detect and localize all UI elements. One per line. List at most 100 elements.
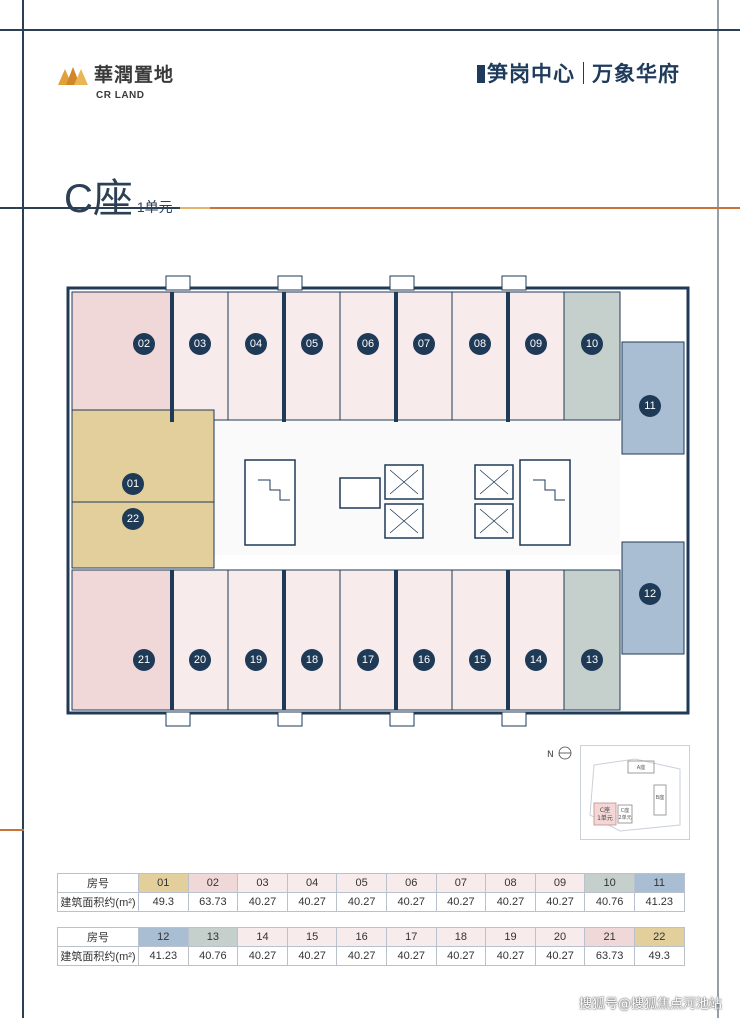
stairwell-left: [244, 459, 296, 546]
unit-badge: [133, 649, 155, 671]
building-a-label: A座: [637, 764, 645, 771]
area-cell: 40.27: [435, 892, 487, 912]
room-number-cell: 15: [286, 927, 338, 947]
area-cell: 40.27: [534, 946, 586, 966]
room-number-cell: 22: [633, 927, 685, 947]
room-number-cell: 14: [237, 927, 288, 947]
unit-07: 07: [395, 291, 453, 421]
area-cell: 40.76: [187, 946, 239, 966]
unit-number: 06: [362, 338, 374, 350]
area-cell: 40.27: [385, 892, 437, 912]
unit-badge: [189, 649, 211, 671]
unit-number: 05: [306, 338, 318, 350]
area-cell: 63.73: [187, 892, 239, 912]
unit-badge: [189, 333, 211, 355]
unit-number: 07: [418, 338, 430, 350]
room-number-cell: 08: [485, 873, 536, 893]
unit-16: 16: [395, 569, 453, 711]
unit-badge: [581, 649, 603, 671]
unit-badge: [413, 333, 435, 355]
unit-number: 08: [474, 338, 486, 350]
area-cell: 40.27: [534, 892, 586, 912]
unit-badge: [525, 333, 547, 355]
site-minimap: A座 B座 C座 1单元 C座 2单元: [580, 745, 690, 840]
area-cell: 49.3: [633, 946, 685, 966]
building-name: C座: [64, 177, 133, 221]
stairs-right-icon: [533, 479, 565, 501]
area-cell: 40.27: [336, 946, 387, 966]
area-cell: 40.27: [485, 892, 536, 912]
unit-number: 10: [586, 338, 598, 350]
project-name-primary: 笋岗中心: [477, 58, 575, 88]
site-boundary: [589, 758, 681, 832]
unit-badge: [122, 473, 144, 495]
room-number-cell: 21: [584, 927, 635, 947]
stairs-left-icon: [258, 479, 290, 501]
brand-divider: [583, 62, 584, 84]
area-cell: 40.76: [584, 892, 635, 912]
north-arrow-icon: N: [547, 746, 572, 760]
stairwell-right: [519, 459, 571, 546]
brand-block-icon: [477, 65, 485, 83]
core: [244, 459, 571, 546]
unit-badge: [469, 649, 491, 671]
unit-number: 21: [138, 654, 150, 666]
unit-05: 05: [283, 291, 341, 421]
area-cell: 40.27: [435, 946, 487, 966]
developer-name-en: CR LAND: [96, 90, 145, 101]
room-number-cell: 02: [187, 873, 239, 893]
area-cell: 40.27: [485, 946, 536, 966]
c-unit-2-label-1: C座: [621, 807, 630, 814]
room-number-cell: 04: [286, 873, 338, 893]
unit-number: 01: [127, 478, 139, 490]
unit-17: 17: [339, 569, 397, 711]
unit-number: 22: [127, 513, 139, 525]
room-number-cell: 16: [336, 927, 387, 947]
watermark: 搜狐号@搜狐焦点河池站: [578, 997, 722, 1012]
area-cell: 40.27: [286, 892, 338, 912]
unit-12: 12: [621, 541, 685, 655]
area-cell: 40.27: [237, 946, 288, 966]
highlight-line-2: 1单元: [597, 814, 613, 822]
room-number-cell: 12: [138, 927, 189, 947]
c-unit-2-label-2: 2单元: [618, 814, 631, 821]
area-cell: 41.23: [633, 892, 685, 912]
developer-logo: 華潤置地 CR LAND: [58, 60, 175, 101]
unit-22: 22: [71, 501, 215, 569]
developer-name: 華潤置地: [94, 64, 175, 86]
unit-11: 11: [621, 341, 685, 455]
unit-14: 14: [507, 569, 565, 711]
area-cell: 40.27: [286, 946, 338, 966]
room-number-cell: 17: [385, 927, 437, 947]
unit-09: 09: [507, 291, 565, 421]
unit-badge: [301, 333, 323, 355]
area-cell: 49.3: [138, 892, 189, 912]
unit-badge: [133, 333, 155, 355]
unit-badge: [581, 333, 603, 355]
unit-02: 02: [71, 291, 173, 421]
project-name-2: 万象华府: [592, 62, 680, 86]
building-b-outline: [653, 784, 667, 816]
unit-number: 20: [194, 654, 206, 666]
unit-15: 15: [451, 569, 509, 711]
project-brand: 笋岗中心 万象华府: [477, 58, 680, 88]
unit-badge: [639, 395, 661, 417]
unit-10: 10: [563, 291, 621, 421]
room-number-cell: 01: [138, 873, 189, 893]
unit-number: 11: [644, 400, 655, 412]
row-header: 房号: [57, 927, 139, 947]
unit-number: 14: [530, 654, 542, 666]
room-number-cell: 10: [584, 873, 635, 893]
room-number-cell: 18: [435, 927, 487, 947]
unit-13: 13: [563, 569, 621, 711]
unit-badge: [122, 508, 144, 530]
area-cell: 40.27: [385, 946, 437, 966]
area-cell: 41.23: [138, 946, 189, 966]
unit-number: 09: [530, 338, 542, 350]
project-name-1: 笋岗中心: [487, 62, 575, 86]
unit-21: 21: [71, 569, 173, 711]
